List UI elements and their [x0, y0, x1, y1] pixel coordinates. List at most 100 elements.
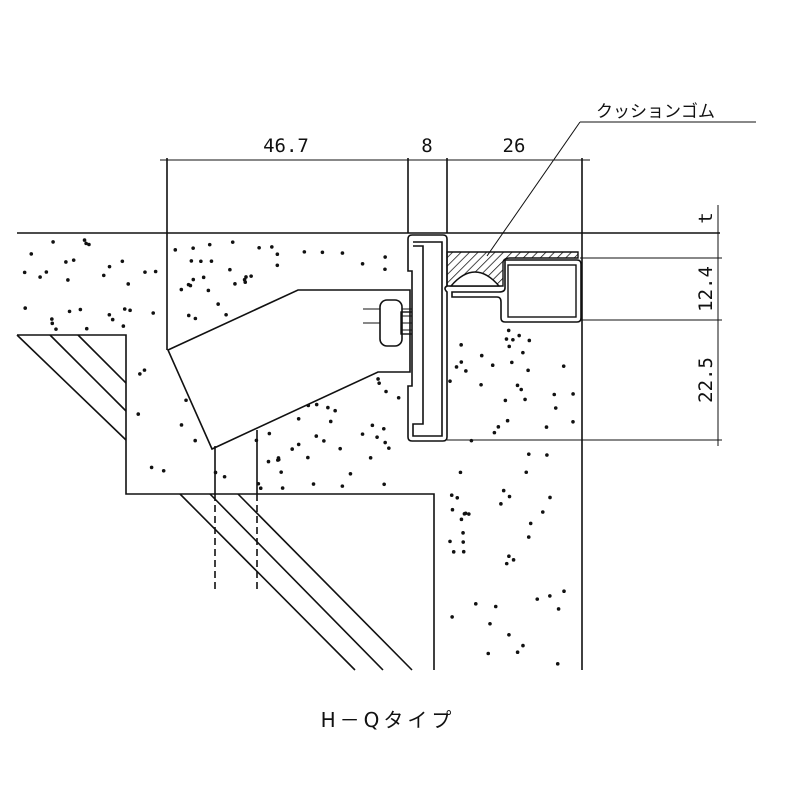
stipple-dot	[340, 484, 345, 488]
stipple-dot	[199, 259, 203, 264]
stipple-dot	[464, 369, 468, 373]
stipple-dot	[526, 535, 531, 539]
stipple-dot	[193, 316, 198, 321]
stipple-dot	[276, 456, 281, 460]
stipple-dot	[279, 470, 283, 474]
dim-8: 8	[421, 135, 432, 157]
stipple-dot	[126, 282, 131, 286]
stipple-dot	[553, 406, 558, 410]
stipple-dot	[233, 282, 237, 286]
stipple-dot	[333, 408, 337, 413]
stipple-dot	[505, 418, 510, 423]
stipple-dot	[149, 465, 154, 470]
stipple-dot	[459, 360, 464, 364]
stipple-dot	[376, 377, 380, 381]
stipple-dot	[270, 245, 274, 249]
dim-t: t	[695, 212, 717, 223]
stipple-dot	[64, 260, 68, 264]
stipple-dot	[526, 368, 530, 373]
stipple-dot	[107, 312, 112, 317]
stipple-dot	[207, 242, 212, 247]
stipple-dot	[173, 248, 178, 252]
stipple-dot	[311, 482, 316, 486]
stipple-dot	[458, 470, 463, 475]
stipple-dot	[511, 558, 516, 562]
stipple-dot	[338, 446, 342, 451]
stipple-dot	[515, 650, 520, 654]
stipple-dot	[257, 245, 261, 250]
stipple-dot	[535, 597, 540, 601]
stipple-dot	[201, 275, 206, 280]
stipple-dot	[382, 482, 386, 487]
stipple-dot	[275, 263, 280, 268]
stipple-dot	[548, 594, 552, 598]
stipple-dot	[230, 240, 235, 244]
stipple-dot	[314, 434, 319, 438]
stipple-dot	[348, 472, 353, 476]
stipple-dot	[296, 442, 301, 447]
stipple-dot	[243, 280, 248, 285]
stipple-dot	[314, 402, 319, 407]
stipple-dot	[517, 333, 521, 338]
stipple-dot	[507, 632, 511, 637]
stipple-dot	[50, 317, 54, 321]
stipple-dot	[340, 251, 345, 255]
stipple-dot	[528, 521, 533, 526]
stipple-dot	[490, 363, 495, 368]
stipple-dot	[54, 327, 58, 331]
stipple-dot	[556, 607, 561, 611]
stipple-dot	[101, 273, 106, 278]
stipple-dot	[326, 405, 330, 410]
stipple-dot	[151, 311, 156, 315]
stipple-dot	[507, 344, 512, 349]
stipple-dot	[506, 328, 511, 333]
stipple-dot	[499, 502, 503, 506]
stipple-dot	[526, 452, 531, 456]
stipple-dot	[360, 432, 365, 436]
stipple-dot	[511, 337, 515, 342]
anchor-block	[166, 289, 411, 592]
stipple-dot	[302, 250, 307, 254]
stipple-dot	[38, 275, 42, 279]
stipple-dot	[328, 419, 333, 424]
stipple-dot	[523, 397, 527, 402]
stipple-dot	[492, 430, 497, 435]
stipple-dot	[496, 425, 501, 429]
stipple-dot	[540, 510, 545, 514]
stipple-dot	[396, 395, 401, 400]
stipple-dot	[107, 264, 112, 269]
stipple-dot	[544, 425, 549, 429]
stipple-dot	[228, 267, 232, 272]
stipple-dot	[370, 423, 375, 428]
stipple-dot	[504, 337, 509, 341]
stipple-dot	[191, 277, 196, 282]
stipple-dot	[67, 309, 72, 314]
stipple-dot	[555, 662, 560, 666]
stipple-dot	[189, 259, 194, 263]
stipple-dot	[383, 440, 387, 445]
stipple-dot	[451, 550, 456, 554]
stipple-dot	[545, 453, 549, 457]
dim-26: 26	[503, 135, 526, 157]
stipple-dot	[249, 274, 253, 278]
stipple-dot	[507, 494, 512, 499]
stipple-dot	[136, 412, 141, 416]
stipple-dot	[224, 312, 228, 317]
stipple-dot	[275, 252, 280, 257]
stipple-dot	[78, 307, 83, 312]
stipple-dot	[193, 438, 197, 443]
stipple-dot	[504, 561, 509, 566]
stipple-dot	[51, 240, 55, 244]
stipple-dot	[459, 343, 463, 347]
stipple-dot	[548, 495, 552, 500]
stipple-dot	[120, 259, 125, 264]
stipple-dot	[461, 549, 466, 554]
stipple-dot	[383, 267, 387, 272]
stipple-dot	[486, 651, 491, 656]
stipple-dot	[455, 495, 460, 500]
stipple-dot	[479, 383, 483, 387]
stipple-dot	[87, 242, 91, 247]
stipple-dot	[84, 241, 88, 246]
stipple-dot	[161, 469, 166, 473]
